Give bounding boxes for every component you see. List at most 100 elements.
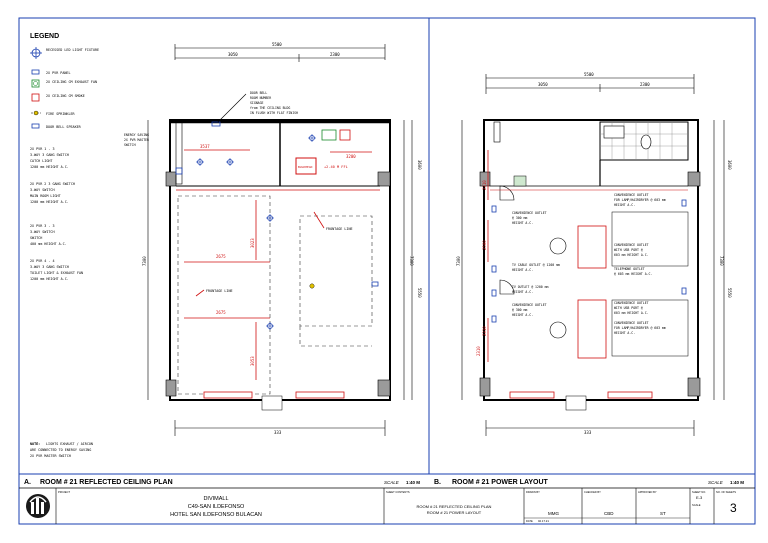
exhaust-fan-icon: [321, 129, 337, 141]
legend-item-label: RECESSED LED LIGHT FIXTURE: [46, 48, 99, 52]
note-line: HEIGHT A.C.: [512, 313, 533, 317]
note-line: TV CABLE OUTLET @ 1200 mm: [512, 263, 560, 267]
project-label: PROJECT: [58, 490, 71, 494]
bed: [577, 299, 607, 359]
switch-note-d: 2X PVR 4 - 4 3-WAY 3 GANG SWITCH TOILET …: [30, 259, 83, 281]
switch-note-a: 2X PVR 1 - 3 3-WAY 3 GANG SWITCH CATCH L…: [30, 147, 69, 169]
red-dim-text: 3200: [346, 154, 356, 159]
note-line: ROOM NUMBER: [250, 96, 271, 100]
note-line: HEIGHT A.C.: [512, 268, 533, 272]
outlet-icon: [491, 205, 497, 213]
dimension-text: 2300: [640, 82, 650, 87]
bulkhead-label: BULKHEAD: [298, 165, 313, 169]
dimension-text: 3600: [727, 160, 732, 170]
title-block: PROJECT DIVIMALL C49-SAN ILDEFONSO HOTEL…: [26, 488, 737, 524]
dimension-text: 333: [274, 430, 282, 435]
recessed-light-icon: [266, 214, 274, 222]
caption-title: ROOM # 21 REFLECTED CEILING PLAN: [40, 479, 173, 486]
bulkhead-box: [295, 157, 317, 175]
smoke-detector-icon: [31, 93, 40, 102]
column: [165, 379, 177, 397]
chair: [549, 321, 567, 339]
note-line: 603 mm HEIGHT A.C.: [614, 253, 649, 257]
panel-icon: [175, 167, 183, 175]
approved-label: APPROVED BY: [638, 490, 657, 494]
note-line: 2X PVR 4 - 4: [30, 259, 55, 263]
caption-scale-label: SCALE: [708, 480, 724, 485]
note-line: DOOR BELL: [250, 91, 267, 95]
note-line: FOR LAMP/HAIRDRYER @ 603 mm: [614, 326, 666, 330]
note-line: TV OUTLET @ 1200 mm: [512, 285, 549, 289]
note-line: MAIN ROOM LIGHT: [30, 194, 61, 198]
door-callout: [565, 395, 587, 411]
chair: [549, 237, 567, 255]
note-line: LIGHTS EXHAUST / AIRCON: [46, 442, 93, 446]
door-swing: [499, 279, 515, 295]
closet: [493, 121, 501, 143]
note-line: 2X PVR 3 - 3: [30, 224, 55, 228]
red-dim-text: 2500: [482, 240, 487, 250]
column: [687, 171, 701, 187]
window: [203, 391, 253, 399]
dimension-text: 5550: [417, 288, 422, 298]
date-value: 02.17.21: [538, 519, 549, 523]
note-line: @ 603 mm HEIGHT A.C.: [614, 272, 652, 276]
outlet-notes-right: CONVENIENCE OUTLET FOR LAMP/HAIRDRYER @ …: [614, 193, 666, 335]
luggage-rack: [513, 175, 527, 187]
note-title: NOTE:: [30, 442, 40, 446]
note-line: 1200 mm HEIGHT A.C.: [30, 200, 69, 204]
scale-label: SCALE: [692, 503, 701, 507]
sheet-line: ROOM # 21 REFLECTED CEILING PLAN: [417, 504, 492, 509]
column: [377, 379, 391, 397]
window: [509, 391, 555, 399]
note-line: SIGNAGE: [250, 101, 264, 105]
project-line: HOTEL SAN ILDEFONSO BULACAN: [170, 512, 262, 518]
plan-a-ceiling: 5500 3050 2300 BULKHEAD 353: [124, 42, 422, 436]
red-dim-text: 2310: [482, 180, 487, 190]
page-number: 3: [730, 501, 737, 515]
legend-item-label: 2X CEILING CM EXHAUST FAN: [46, 80, 97, 84]
legend-item-label: FIRE SPRINKLER: [46, 112, 76, 116]
page-no-label: NO. OF SHEETS: [716, 490, 736, 494]
red-dim-text: 3023: [250, 238, 255, 248]
frontage-line-label: FRONTAGE LINE: [206, 289, 233, 293]
sprinkler-icon: [309, 283, 315, 289]
red-dim-text: 3053: [250, 356, 255, 366]
caption-scale-label: SCALE: [384, 480, 400, 485]
outlet-icon: [681, 199, 687, 207]
note-line: CONVENIENCE OUTLET: [512, 303, 547, 307]
sheet-line: ROOM # 21 POWER LAYOUT: [427, 510, 482, 515]
note-line: @ 300 mm: [512, 216, 527, 220]
cabinet: [611, 211, 689, 267]
note-line: CONVENIENCE OUTLET: [614, 321, 649, 325]
note-line: TOILET LIGHT & EXHAUST FAN: [30, 271, 83, 275]
sprinkler-icon: [31, 110, 41, 116]
legend-item-label: 2X PVR PANEL: [46, 71, 71, 75]
panel-icon: [31, 69, 40, 75]
note-line: SWITCH: [124, 143, 136, 147]
note-line: SWITCH: [30, 236, 42, 240]
note-line: 2X PVR MASTER SWITCH: [30, 454, 71, 458]
caption-a: A. ROOM # 21 REFLECTED CEILING PLAN SCAL…: [24, 479, 420, 486]
note-line: from THE CEILING BLDG: [250, 106, 290, 110]
note-line: 1200 mm HEIGHT A.C.: [30, 277, 69, 281]
note-line: TELEPHONE OUTLET: [614, 267, 645, 271]
note-line: 3-WAY SWITCH: [30, 230, 55, 234]
toilet-room: [599, 121, 689, 161]
dimension-text: 5500: [584, 72, 594, 77]
sheet-no-label: SHEET NO.: [692, 490, 706, 494]
switch-note-c: 2X PVR 3 - 3 3-WAY SWITCH SWITCH 400 mm …: [30, 224, 67, 246]
legend-item-label: 2X CEILING CM SMOKE: [46, 94, 85, 98]
company-logo: [26, 494, 50, 518]
closet: [175, 121, 183, 185]
sheet-label: SHEET CONTENTS: [386, 490, 410, 494]
doorbell-icon: [31, 123, 40, 129]
window: [607, 391, 653, 399]
leader-line: [313, 211, 325, 229]
switch-note-b: 2X PVR 2 3 GANG SWITCH 3-WAY SWITCH MAIN…: [30, 182, 75, 204]
legend-item-label: DOOR BELL SPEAKER: [46, 125, 82, 129]
caption-scale: 1:40 M: [406, 480, 420, 485]
note-line: 1200 mm HEIGHT A.C.: [30, 165, 69, 169]
ceiling-height-label: +2.40 M FFL: [324, 165, 348, 169]
note-line: WITH USB PORT @: [614, 306, 643, 310]
